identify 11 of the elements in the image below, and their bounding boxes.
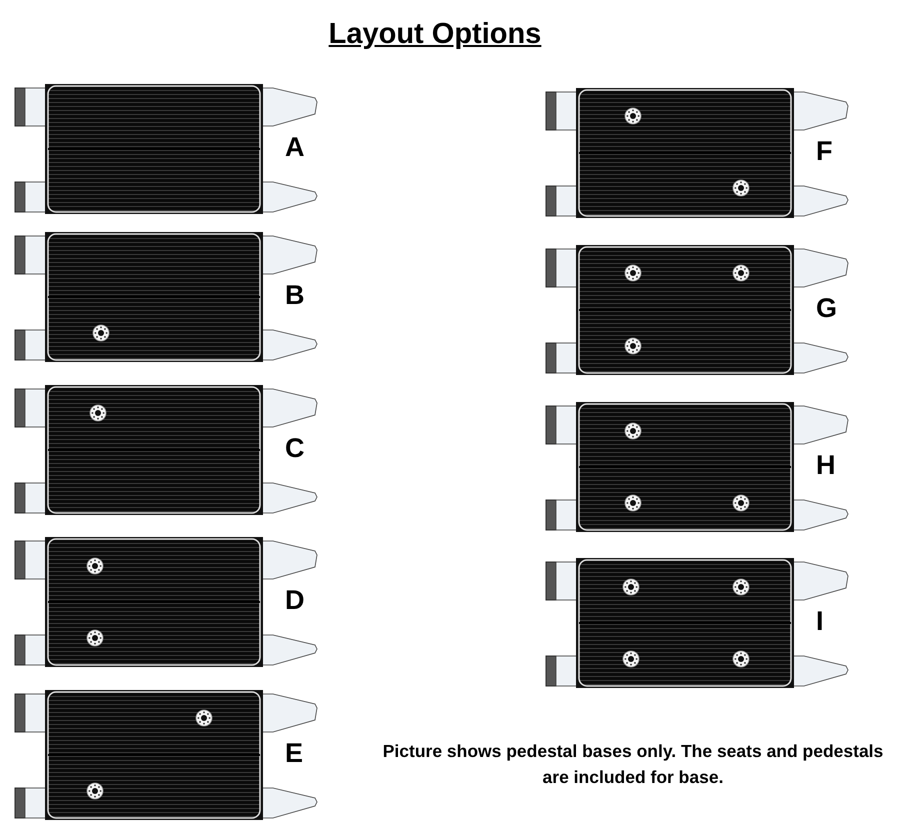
title: Layout Options [328,18,542,51]
option-letter: E [285,738,304,769]
option-letter: I [816,606,824,637]
option-letter: B [285,280,304,311]
option-letter: G [816,293,838,324]
option-letter: C [285,433,304,464]
option-letter: F [816,136,832,167]
option-letter: D [285,585,304,616]
option-letter: A [285,132,304,163]
caption: Picture shows pedestal bases only. The seats and pedestals are included for base. [382,740,884,789]
option-letter: H [816,450,836,481]
